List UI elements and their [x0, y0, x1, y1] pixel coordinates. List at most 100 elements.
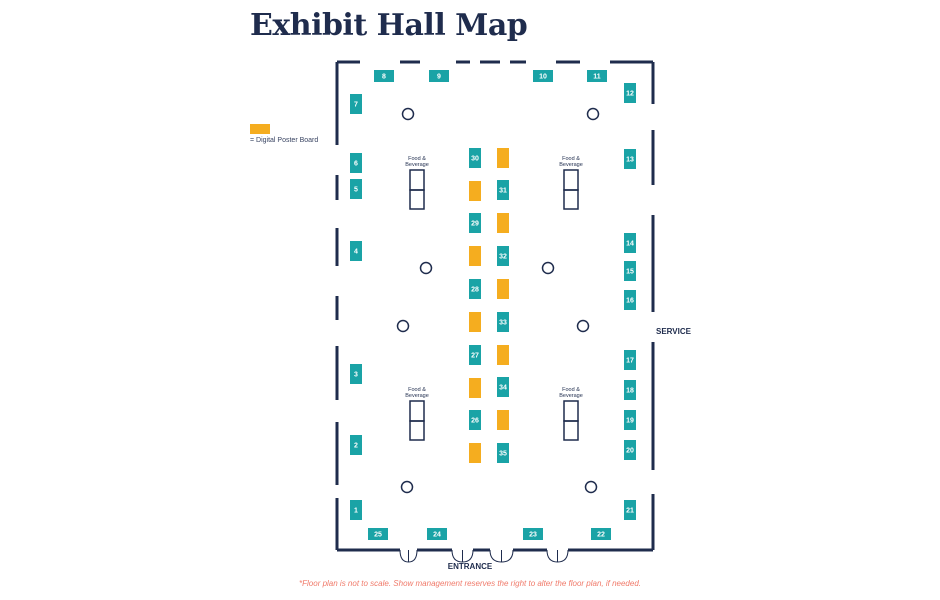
- booth: [624, 500, 636, 520]
- booth: [368, 528, 388, 540]
- booth-number: 21: [626, 508, 634, 515]
- booth-number: 12: [626, 91, 634, 98]
- booth: [624, 233, 636, 253]
- food-counter: [409, 420, 425, 441]
- booth-number: 16: [626, 298, 634, 305]
- booth-number: 13: [626, 157, 634, 164]
- booth-number: 1: [354, 508, 358, 515]
- column: [584, 480, 598, 494]
- poster-board: [469, 246, 481, 266]
- booth-number: 26: [471, 418, 479, 425]
- booth-number: 19: [626, 418, 634, 425]
- legend: = Digital Poster Board: [250, 124, 318, 144]
- poster-board: [469, 312, 481, 332]
- column: [541, 261, 555, 275]
- legend-label: = Digital Poster Board: [250, 137, 319, 144]
- poster-board: [469, 443, 481, 463]
- column: [401, 107, 415, 121]
- food-station-label: Beverage: [405, 162, 429, 168]
- poster-board: [497, 148, 509, 168]
- food-counter: [409, 169, 425, 191]
- booth: [624, 350, 636, 370]
- booth: [469, 410, 481, 430]
- booth-number: 7: [354, 102, 358, 109]
- booth: [624, 410, 636, 430]
- column: [396, 319, 410, 333]
- booth-number: 22: [597, 532, 605, 539]
- booth: [469, 279, 481, 299]
- booth: [497, 377, 509, 397]
- booth: [350, 435, 362, 455]
- booth-number: 15: [626, 269, 634, 276]
- booth: [497, 246, 509, 266]
- booth-number: 32: [499, 254, 507, 261]
- booth: [350, 94, 362, 114]
- food-station-label: Beverage: [405, 393, 429, 399]
- page-title: Exhibit Hall Map: [250, 8, 528, 43]
- booth-number: 5: [354, 187, 358, 194]
- food-station-label: Beverage: [559, 162, 583, 168]
- poster-board: [469, 181, 481, 201]
- booth-number: 27: [471, 353, 479, 360]
- booth-number: 8: [382, 74, 386, 81]
- booth-number: 14: [626, 241, 634, 248]
- poster-board: [497, 213, 509, 233]
- booth-number: 4: [354, 249, 358, 256]
- food-counter: [409, 189, 425, 210]
- booth: [497, 443, 509, 463]
- booth-number: 23: [529, 532, 537, 539]
- food-station-label: Beverage: [559, 393, 583, 399]
- booth-number: 11: [593, 74, 601, 81]
- food-counter: [563, 169, 579, 191]
- food-station-label: Food &: [408, 156, 426, 162]
- booth: [591, 528, 611, 540]
- booth-number: 6: [354, 161, 358, 168]
- booth-number: 3: [354, 372, 358, 379]
- poster-board: [497, 410, 509, 430]
- booth: [469, 148, 481, 168]
- food-counter: [563, 189, 579, 210]
- food-counter: [409, 400, 425, 422]
- food-station-label: Food &: [408, 387, 426, 393]
- booth-number: 10: [539, 74, 547, 81]
- booth: [429, 70, 449, 82]
- poster-board: [497, 345, 509, 365]
- booth-number: 9: [437, 74, 441, 81]
- booth: [469, 345, 481, 365]
- booth-number: 25: [374, 532, 382, 539]
- booth: [624, 290, 636, 310]
- booth-number: 28: [471, 287, 479, 294]
- disclaimer: *Floor plan is not to scale. Show manage…: [299, 579, 641, 588]
- booth-number: 33: [499, 320, 507, 327]
- booth-number: 34: [499, 385, 507, 392]
- booth-number: 20: [626, 448, 634, 455]
- booth: [427, 528, 447, 540]
- poster-board: [469, 378, 481, 398]
- food-station-label: Food &: [562, 156, 580, 162]
- booth: [497, 312, 509, 332]
- booth-number: 31: [499, 188, 507, 195]
- booth-number: 30: [471, 156, 479, 163]
- booth: [587, 70, 607, 82]
- booth: [624, 261, 636, 281]
- food-station-label: Food &: [562, 387, 580, 393]
- booth-number: 35: [499, 451, 507, 458]
- column: [586, 107, 600, 121]
- booth: [350, 153, 362, 173]
- food-counter: [563, 400, 579, 422]
- service-label: SERVICE: [656, 327, 691, 336]
- booth: [350, 179, 362, 199]
- column: [400, 480, 414, 494]
- booth: [469, 213, 481, 233]
- entrance-label: ENTRANCE: [447, 562, 493, 571]
- booth-number: 18: [626, 388, 634, 395]
- booth-number: 24: [433, 532, 441, 539]
- booth: [497, 180, 509, 200]
- booth: [350, 364, 362, 384]
- food-counter: [563, 420, 579, 441]
- booth: [624, 380, 636, 400]
- poster-board: [497, 279, 509, 299]
- booth-number: 29: [471, 221, 479, 228]
- booth-number: 2: [354, 443, 358, 450]
